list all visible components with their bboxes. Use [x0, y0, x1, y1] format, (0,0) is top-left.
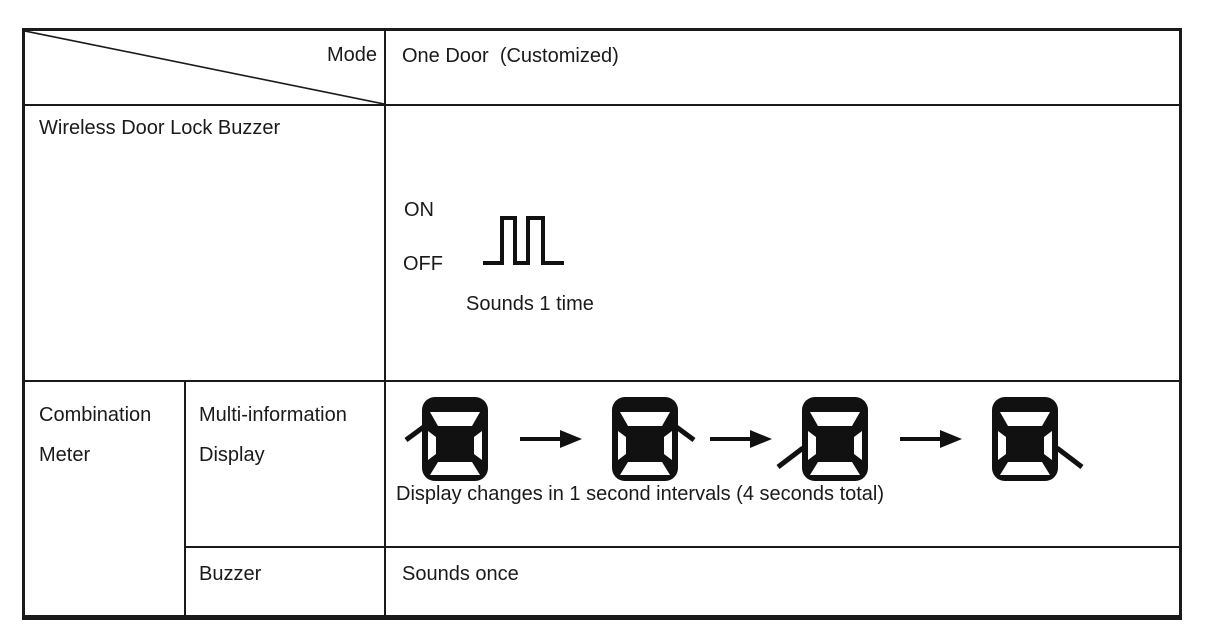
- meter-buzzer-cell: Buzzer: [186, 548, 386, 615]
- wireless-door-lock-buzzer-label: Wireless Door Lock Buzzer: [39, 117, 281, 139]
- car-rear-left-door-open-icon: [776, 397, 868, 481]
- signal-caption: Sounds 1 time: [466, 293, 594, 315]
- arrow-right-icon: [518, 428, 582, 450]
- car-rear-right-door-open-icon: [992, 397, 1084, 481]
- arrow-right-icon: [708, 428, 772, 450]
- mode-header-cell: Mode: [25, 31, 386, 106]
- signal-off-label: OFF: [403, 253, 443, 275]
- meter-buzzer-value: Sounds once: [402, 563, 519, 585]
- buzzer-signal-cell: ON OFF Sounds 1 time: [386, 106, 1179, 382]
- display-sequence-caption: Display changes in 1 second intervals (4…: [396, 483, 885, 505]
- combination-meter-label: Combination Meter: [39, 404, 152, 466]
- meter-buzzer-value-cell: Sounds once: [386, 548, 1179, 615]
- mode-value: One Door (Customized): [402, 45, 619, 67]
- display-sequence-cell: Display changes in 1 second intervals (4…: [386, 382, 1179, 548]
- mode-label: Mode: [326, 44, 377, 66]
- arrow-right-icon: [898, 428, 962, 450]
- multi-information-display-cell: Multi-information Display: [186, 382, 386, 548]
- door-lock-mode-table: Mode One Door (Customized) Wireless Door…: [22, 28, 1182, 620]
- mode-value-cell: One Door (Customized): [386, 31, 1179, 106]
- combination-meter-cell: Combination Meter: [25, 382, 186, 615]
- car-front-left-door-open-icon: [404, 397, 488, 481]
- diagonal-divider: [25, 31, 384, 104]
- buzzer-pulse-waveform-icon: [483, 216, 564, 265]
- car-front-right-door-open-icon: [612, 397, 696, 481]
- meter-buzzer-label: Buzzer: [199, 563, 262, 585]
- signal-on-label: ON: [404, 199, 434, 221]
- display-sequence: [396, 396, 1179, 482]
- multi-information-display-label: Multi-information Display: [199, 404, 347, 466]
- wireless-door-lock-buzzer-cell: Wireless Door Lock Buzzer: [25, 106, 386, 382]
